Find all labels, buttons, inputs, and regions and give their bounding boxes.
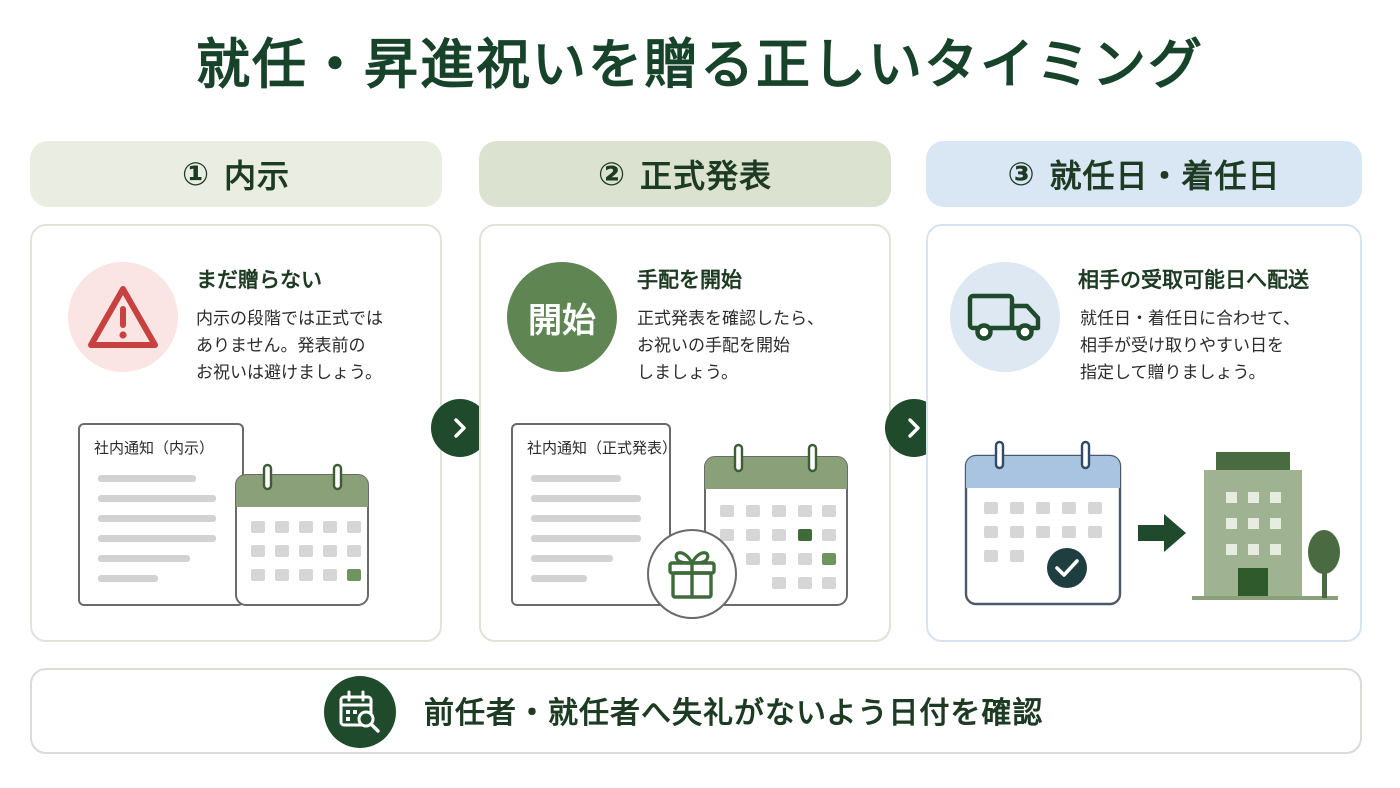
- notice-document: 社内通知（正式発表）: [511, 423, 677, 606]
- truck-icon: [967, 293, 1041, 341]
- card-title: 手配を開始: [637, 268, 742, 292]
- step-panel-2: 開始 手配を開始 正式発表を確認したら、 お祝いの手配を開始 しましょう。 社内…: [479, 224, 891, 642]
- calendar-search-icon: [339, 690, 380, 733]
- start-badge: 開始: [507, 262, 617, 372]
- step-number: ①: [181, 155, 211, 193]
- card-title: 相手の受取可能日へ配送: [1078, 268, 1309, 292]
- step-panel-1: まだ贈らない 内示の段階では正式では ありません。発表前の お祝いは避けましょう…: [30, 224, 442, 642]
- start-badge-label: 開始: [528, 300, 596, 341]
- building-icon: [1192, 452, 1340, 600]
- card-body: 正式発表を確認したら、 お祝いの手配を開始 しましょう。: [637, 309, 824, 383]
- step-panel-3: 相手の受取可能日へ配送 就任日・着任日に合わせて、 相手が受け取りやすい日を 指…: [926, 224, 1362, 642]
- step-label: 正式発表: [640, 157, 773, 195]
- delivery-calendar-icon: [964, 440, 1122, 606]
- truck-circle: [950, 262, 1060, 372]
- card-body: 就任日・着任日に合わせて、 相手が受け取りやすい日を 指定して贈りましょう。: [1080, 309, 1301, 383]
- step-header-2: ② 正式発表: [479, 141, 891, 207]
- step-header-1: ① 内示: [30, 141, 442, 207]
- notice-title: 社内通知（正式発表）: [527, 439, 678, 457]
- gift-icon: [647, 529, 737, 619]
- footer-text: 前任者・就任者へ失礼がないよう日付を確認: [424, 696, 1044, 731]
- right-arrow-icon: [1138, 514, 1186, 552]
- step-number: ②: [597, 155, 627, 193]
- card-title: まだ贈らない: [196, 268, 322, 292]
- step-label: 内示: [224, 157, 291, 195]
- warning-circle: [68, 262, 178, 372]
- step-header-3: ③ 就任日・着任日: [926, 141, 1362, 207]
- calendar-search-badge: [324, 676, 396, 748]
- footer-note: 前任者・就任者へ失礼がないよう日付を確認: [30, 668, 1362, 754]
- card-body: 内示の段階では正式では ありません。発表前の お祝いは避けましょう。: [196, 309, 383, 383]
- page-title: 就任・昇進祝いを贈る正しいタイミング: [196, 33, 1204, 96]
- notice-document: 社内通知（内示）: [78, 423, 244, 606]
- step-label: 就任日・着任日: [1049, 157, 1281, 195]
- calendar-icon: [704, 443, 848, 606]
- notice-title: 社内通知（内示）: [94, 439, 215, 457]
- calendar-icon: [235, 463, 369, 606]
- step-number: ③: [1007, 155, 1036, 193]
- warning-icon: [88, 286, 158, 348]
- chevron-right-icon: [454, 418, 466, 438]
- chevron-right-icon: [908, 418, 920, 438]
